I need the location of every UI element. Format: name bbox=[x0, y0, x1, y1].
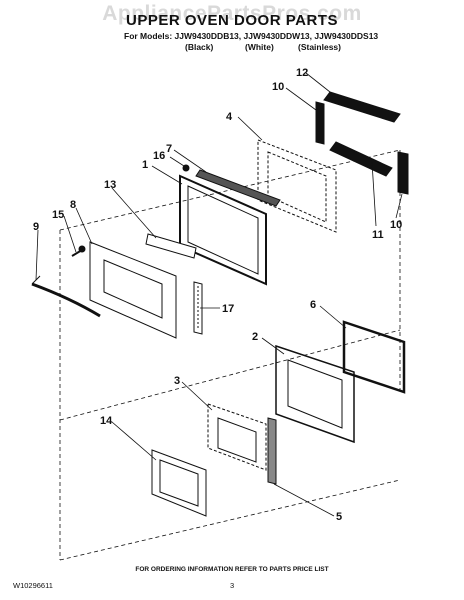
callout-17: 17 bbox=[222, 303, 234, 315]
callout-1: 1 bbox=[142, 159, 148, 171]
part-15-screw bbox=[71, 245, 86, 257]
callout-10-lower: 10 bbox=[390, 219, 402, 231]
callout-5: 5 bbox=[336, 511, 342, 523]
callout-13: 13 bbox=[104, 179, 116, 191]
part-12-trim-bar bbox=[323, 91, 401, 123]
callout-4: 4 bbox=[226, 111, 233, 123]
finish-white: (White) bbox=[245, 42, 274, 52]
part-11-trim-bar bbox=[329, 141, 393, 177]
part-3-window-pack bbox=[207, 403, 267, 471]
callout-3: 3 bbox=[174, 375, 180, 387]
finish-stainless: (Stainless) bbox=[298, 42, 341, 52]
callout-12: 12 bbox=[296, 67, 308, 79]
part-2-door-liner bbox=[275, 344, 355, 444]
watermark: AppliancePartsPros.com bbox=[102, 2, 362, 25]
part-17-side-bracket bbox=[193, 281, 203, 335]
part-1-door-frame bbox=[179, 174, 267, 286]
part-5-hinge bbox=[267, 417, 277, 485]
page-title: UPPER OVEN DOOR PARTS bbox=[126, 12, 338, 29]
models-line: For Models: JJW9430DDB13, JJW9430DDW13, … bbox=[124, 31, 379, 41]
part-8-outer-panel bbox=[89, 241, 177, 339]
document-number: W10296611 bbox=[13, 581, 53, 590]
callout-14: 14 bbox=[100, 415, 113, 427]
part-7-channel bbox=[195, 169, 281, 207]
assembly-lines bbox=[59, 149, 401, 561]
part-4-inner-panel bbox=[257, 139, 337, 233]
ordering-note: FOR ORDERING INFORMATION REFER TO PARTS … bbox=[135, 566, 329, 573]
callout-15: 15 bbox=[52, 209, 64, 221]
part-10-side-trim bbox=[315, 101, 325, 145]
leader-lines bbox=[35, 72, 403, 517]
callout-6: 6 bbox=[310, 299, 316, 311]
callout-16: 16 bbox=[153, 150, 165, 162]
part-16-screw bbox=[182, 164, 190, 172]
part-13-bracket bbox=[145, 233, 197, 259]
callout-11: 11 bbox=[372, 229, 384, 241]
part-10-side-trim-lower bbox=[397, 151, 409, 195]
callout-2: 2 bbox=[252, 331, 258, 343]
finish-black: (Black) bbox=[185, 42, 214, 52]
callout-10-upper: 10 bbox=[272, 81, 284, 93]
part-6-gasket bbox=[342, 320, 406, 394]
callout-numbers: 12 10 4 7 16 1 13 8 15 9 17 6 2 3 14 5 1… bbox=[33, 67, 402, 523]
part-14-window bbox=[151, 449, 207, 517]
callout-9: 9 bbox=[33, 221, 39, 233]
page-number: 3 bbox=[230, 581, 235, 590]
callout-7: 7 bbox=[166, 143, 172, 155]
callout-8: 8 bbox=[70, 199, 76, 211]
